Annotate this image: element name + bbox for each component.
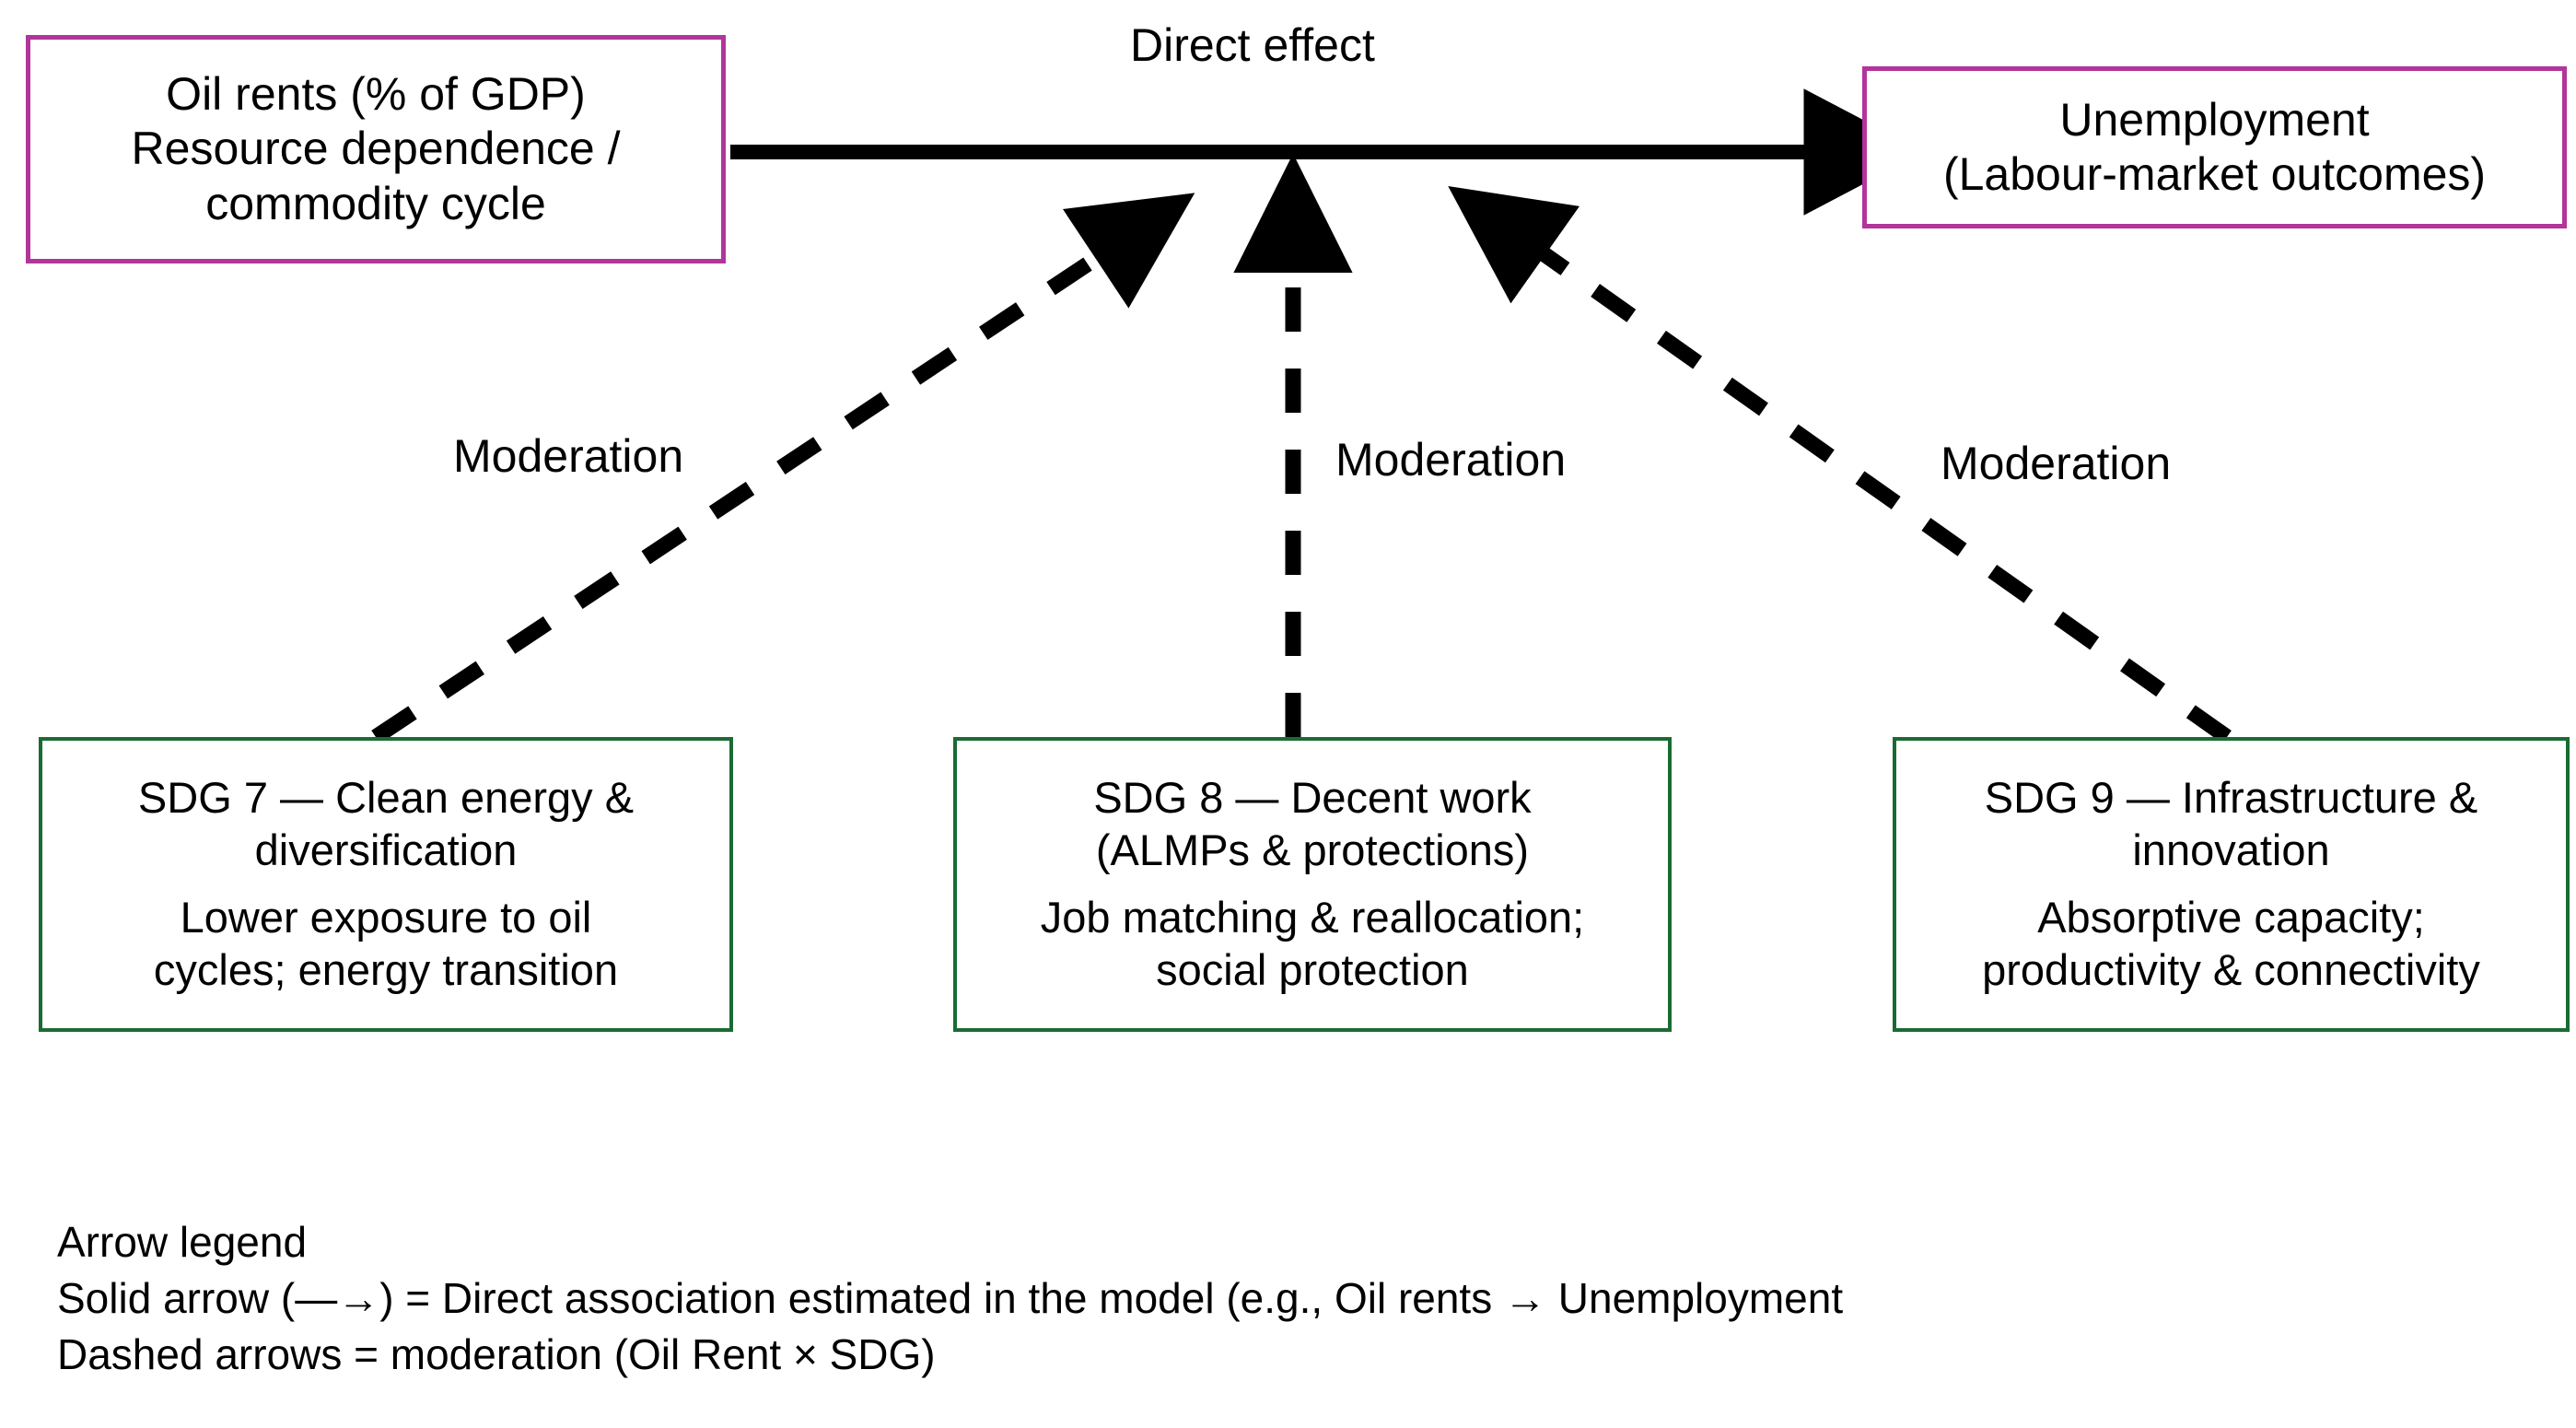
label-moderation-sdg7: Moderation	[453, 430, 684, 482]
label-direct-effect: Direct effect	[1130, 19, 1375, 71]
node-sdg7-line1: SDG 7 — Clean energy &	[137, 773, 635, 823]
node-sdg9-line2: innovation	[2132, 825, 2330, 875]
node-sdg8-line4: social protection	[1156, 944, 1469, 994]
node-sdg7-line4: cycles; energy transition	[153, 944, 619, 994]
node-unemployment-line2: (Labour-market outcomes)	[1942, 148, 2487, 200]
node-sdg9-line4: productivity & connectivity	[1982, 944, 2480, 994]
node-unemployment-line1: Unemployment	[2059, 93, 2370, 146]
node-unemployment[interactable]: Unemployment (Labour-market outcomes)	[1862, 66, 2567, 228]
node-sdg9[interactable]: SDG 9 — Infrastructure & innovation Abso…	[1893, 737, 2570, 1032]
node-oil-rents-line3: commodity cycle	[205, 177, 546, 229]
node-sdg7-line3: Lower exposure to oil	[180, 893, 592, 942]
node-sdg7-line2: diversification	[254, 825, 518, 875]
node-oil-rents[interactable]: Oil rents (% of GDP) Resource dependence…	[26, 35, 726, 263]
node-oil-rents-line1: Oil rents (% of GDP)	[166, 67, 586, 120]
node-sdg8-line2: (ALMPs & protections)	[1095, 825, 1530, 875]
label-moderation-sdg8: Moderation	[1335, 434, 1567, 486]
node-sdg9-line3: Absorptive capacity;	[2037, 893, 2425, 942]
arrow-legend: Arrow legend Solid arrow (—→) = Direct a…	[57, 1214, 1843, 1384]
label-moderation-sdg9: Moderation	[1941, 438, 2172, 489]
arrow-moderation-sdg9	[1448, 186, 2232, 743]
legend-dashed-arrow-line: Dashed arrows = moderation (Oil Rent × S…	[57, 1330, 936, 1379]
node-oil-rents-line2: Resource dependence /	[131, 123, 621, 175]
node-sdg7[interactable]: SDG 7 — Clean energy & diversification L…	[39, 737, 733, 1032]
node-sdg8-line1: SDG 8 — Decent work	[1093, 773, 1532, 823]
node-sdg8[interactable]: SDG 8 — Decent work (ALMPs & protections…	[953, 737, 1672, 1032]
node-sdg8-line3: Job matching & reallocation;	[1040, 893, 1585, 942]
node-sdg9-line1: SDG 9 — Infrastructure &	[1984, 773, 2478, 823]
arrow-moderation-sdg7	[371, 193, 1195, 744]
legend-heading: Arrow legend	[57, 1218, 308, 1266]
legend-solid-arrow-line: Solid arrow (—→) = Direct association es…	[57, 1274, 1844, 1323]
